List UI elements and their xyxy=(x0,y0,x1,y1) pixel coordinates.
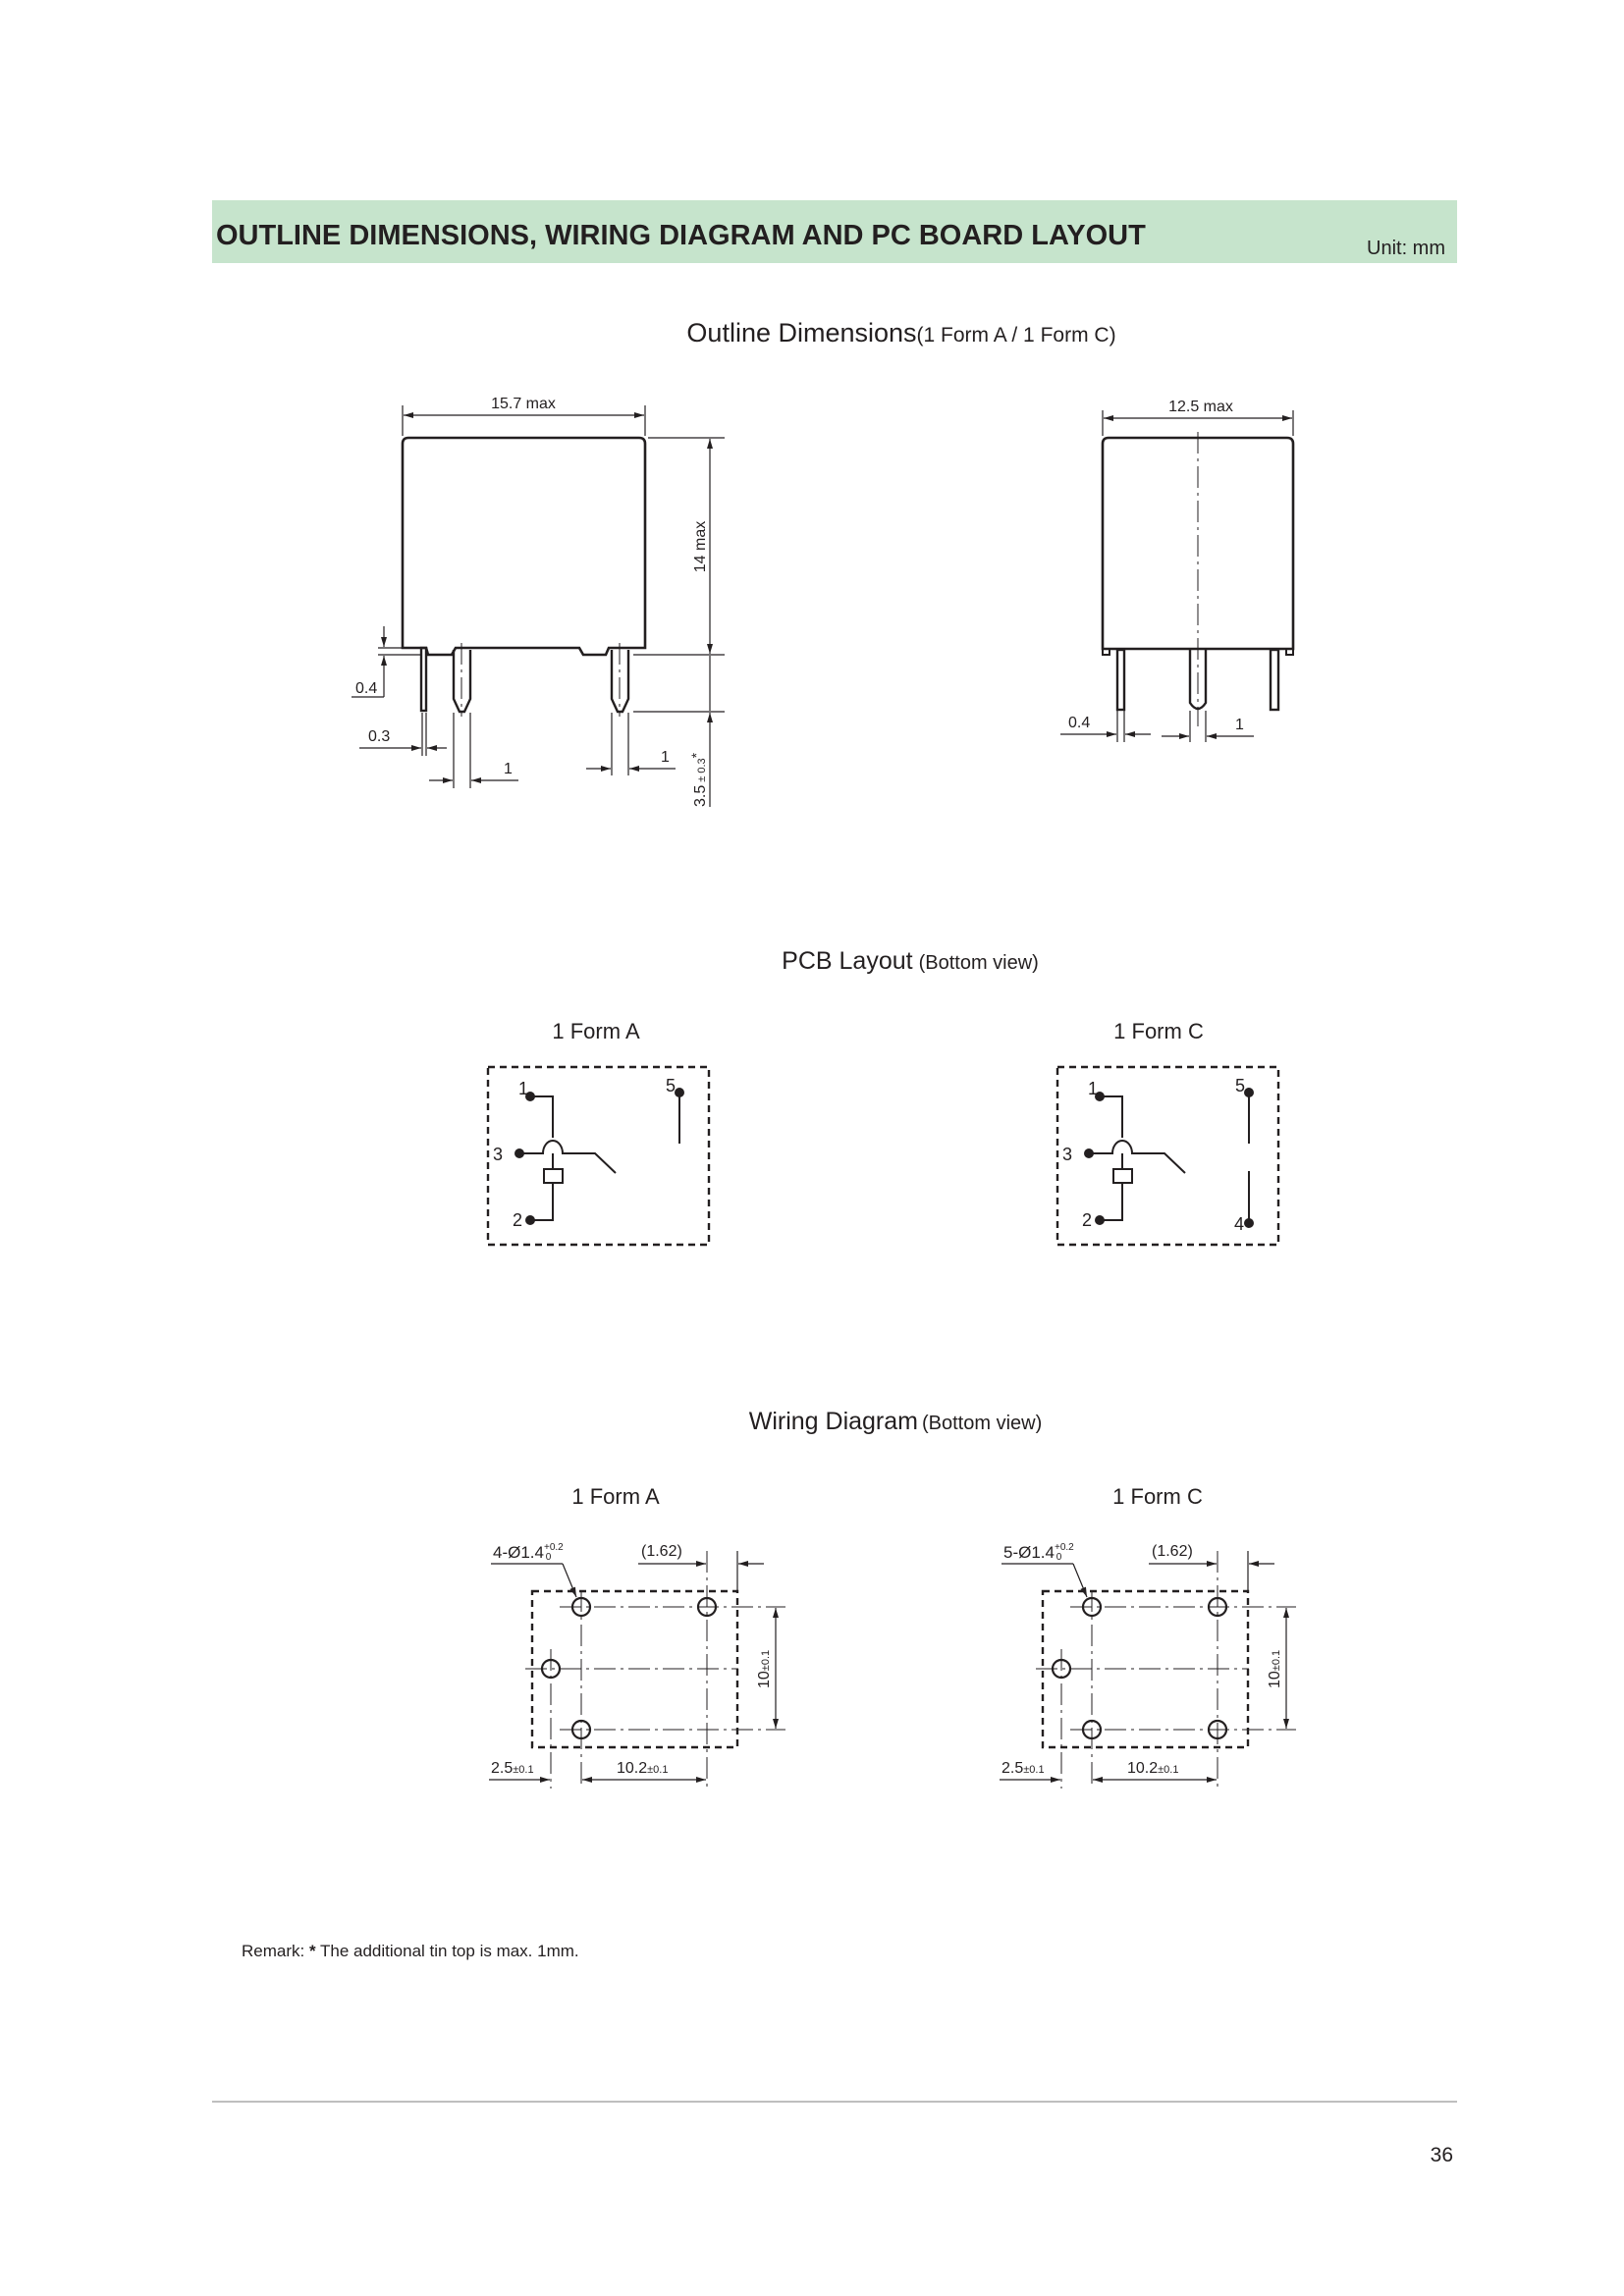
dim-side-width: 12.5 max xyxy=(1168,399,1233,415)
pin-2: 2 xyxy=(513,1210,522,1230)
dim-side-1: 1 xyxy=(1235,717,1244,733)
dim-1-right: 1 xyxy=(661,749,670,766)
section-title: OUTLINE DIMENSIONS, WIRING DIAGRAM AND P… xyxy=(216,220,1146,251)
pin-1: 1 xyxy=(518,1079,528,1098)
dim-0.3: 0.3 xyxy=(368,728,390,745)
dim-pin-length: 3.5± 0.3* xyxy=(688,752,709,807)
pcb-form-a-label: 1 Form A xyxy=(552,1019,640,1043)
header-band xyxy=(212,200,1457,263)
dim-width: 15.7 max xyxy=(491,396,556,412)
pin-5: 5 xyxy=(1235,1076,1245,1095)
outline-front-view: 15.7 max 14 max 3.5± 0.3* 0.4 0.3 1 xyxy=(352,396,725,807)
dim-pitch-vertical: 10±0.1 xyxy=(1267,1650,1283,1688)
page-number: 36 xyxy=(1431,2144,1453,2166)
dim-10.2: 10.2±0.1 xyxy=(1127,1760,1178,1777)
pcb-form-c-label: 1 Form C xyxy=(1113,1019,1204,1043)
dim-offset: (1.62) xyxy=(641,1543,682,1560)
unit-label: Unit: mm xyxy=(1367,238,1445,259)
pin-4: 4 xyxy=(1234,1214,1244,1234)
pin-1: 1 xyxy=(1088,1079,1098,1098)
outline-side-view: 12.5 max 0.4 1 xyxy=(1060,399,1295,742)
pin-3: 3 xyxy=(493,1145,503,1164)
pcb-title: PCB Layout(Bottom view) xyxy=(782,947,1039,975)
dim-offset: (1.62) xyxy=(1152,1543,1193,1560)
pin-5: 5 xyxy=(666,1076,676,1095)
pcb-form-c: 1 5 3 2 4 xyxy=(1056,1065,1280,1247)
remark: Remark: * The additional tin top is max.… xyxy=(242,1942,579,1960)
dim-height: 14 max xyxy=(692,521,709,572)
outline-title: Outline Dimensions(1 Form A / 1 Form C) xyxy=(686,318,1115,347)
dim-2.5: 2.5±0.1 xyxy=(1001,1760,1045,1777)
pin-3: 3 xyxy=(1062,1145,1072,1164)
dim-2.5: 2.5±0.1 xyxy=(491,1760,534,1777)
wiring-title: Wiring Diagram(Bottom view) xyxy=(749,1408,1043,1435)
dim-side-0.4: 0.4 xyxy=(1068,715,1090,731)
wiring-form-c-label: 1 Form C xyxy=(1112,1484,1203,1509)
pcb-form-a: 1 5 3 2 xyxy=(486,1065,711,1247)
dim-1-left: 1 xyxy=(504,761,513,777)
dim-pitch-vertical: 10±0.1 xyxy=(756,1650,773,1688)
wiring-form-a-label: 1 Form A xyxy=(571,1484,660,1509)
dim-0.4: 0.4 xyxy=(355,680,377,697)
pin-2: 2 xyxy=(1082,1210,1092,1230)
dim-10.2: 10.2±0.1 xyxy=(617,1760,668,1777)
